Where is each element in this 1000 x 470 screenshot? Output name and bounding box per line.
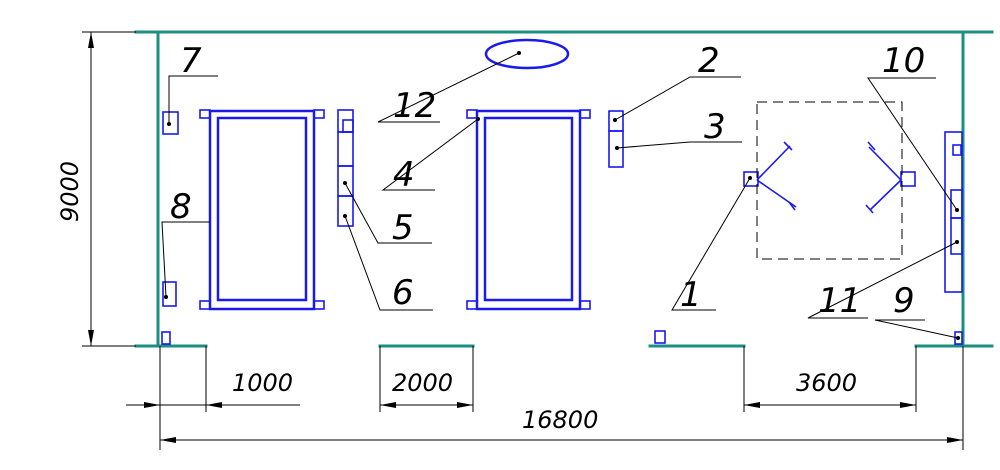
leader-3	[616, 141, 742, 149]
leader-7	[168, 75, 218, 124]
leader-10	[867, 77, 958, 211]
dimension-3600: 3600	[743, 346, 917, 412]
leader-12	[377, 52, 520, 123]
dim-height-label: 9000	[56, 161, 84, 222]
leader-6	[344, 215, 433, 311]
label-11: 11	[818, 281, 861, 321]
fixture-right	[865, 141, 916, 214]
dashed-work-zone	[756, 101, 903, 260]
table-left	[199, 109, 325, 311]
dim-total-label: 16800	[522, 406, 598, 434]
table-right	[466, 109, 591, 311]
equipment-7-box	[162, 111, 179, 135]
label-7: 7	[180, 41, 202, 81]
equipment-9-nub	[954, 331, 963, 345]
cabinet-column-4-5-6	[337, 109, 354, 227]
label-10: 10	[882, 41, 925, 81]
leader-1	[671, 177, 751, 311]
label-9: 9	[893, 281, 915, 321]
equipment-corner-nub-left	[161, 331, 171, 345]
leader-4	[381, 118, 479, 191]
label-12: 12	[393, 86, 436, 126]
dim-1000-label: 1000	[232, 369, 293, 397]
leader-dots	[164, 51, 960, 340]
equipment	[161, 38, 963, 345]
dimension-total: 16800	[160, 346, 964, 450]
label-3: 3	[704, 107, 726, 147]
label-8: 8	[170, 187, 192, 227]
dimension-2000: 2000	[379, 346, 474, 412]
label-4: 4	[393, 155, 415, 195]
fixture-1	[743, 141, 797, 211]
dimension-1000: 1000	[126, 346, 300, 450]
leader-11	[807, 241, 958, 319]
equipment-door-nub	[654, 330, 666, 344]
room-walls	[134, 30, 994, 348]
equipment-8-box	[162, 281, 177, 307]
label-1: 1	[680, 275, 702, 315]
cabinet-column-2-3	[608, 110, 624, 168]
dimension-height: 9000	[56, 31, 136, 347]
leader-9	[874, 319, 959, 339]
dim-2000-label: 2000	[392, 369, 453, 397]
wall-panel-10-11	[944, 131, 963, 293]
ceiling-lamp-12	[484, 38, 570, 70]
dim-3600-label: 3600	[796, 369, 857, 397]
label-5: 5	[392, 208, 414, 248]
label-2: 2	[698, 41, 720, 81]
leader-lines	[161, 52, 959, 339]
label-6: 6	[392, 273, 414, 313]
leader-8	[161, 221, 210, 298]
leader-5	[344, 182, 432, 244]
leader-2	[614, 76, 741, 121]
item-labels: 7 8 12 4 5 6 2 3 1 10 11 9	[170, 41, 925, 321]
